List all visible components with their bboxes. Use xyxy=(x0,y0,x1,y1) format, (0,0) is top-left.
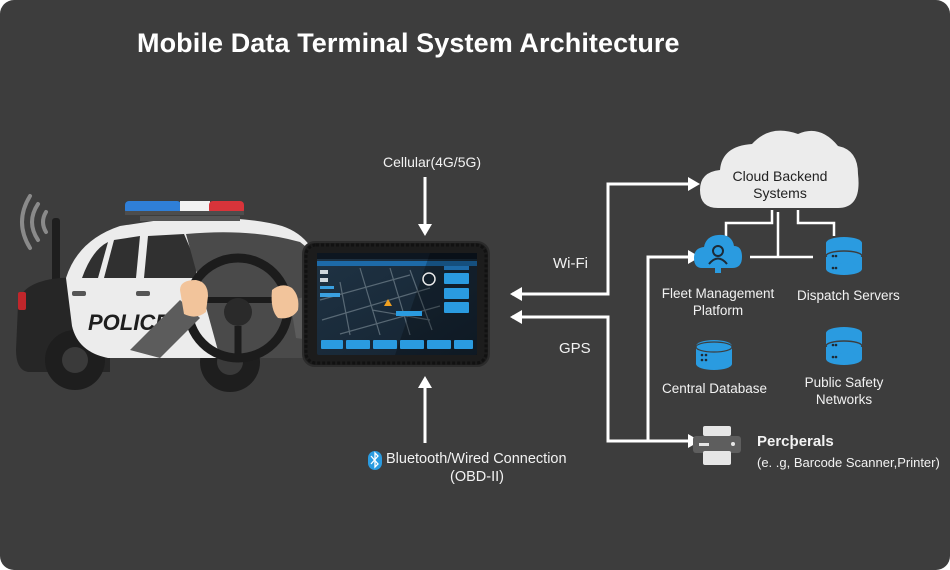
side-button-3[interactable] xyxy=(444,302,469,313)
fleet-branch-line xyxy=(646,255,688,441)
wifi-label: Wi-Fi xyxy=(553,255,588,272)
right-hand xyxy=(271,285,299,319)
printer-icon xyxy=(693,426,741,465)
cloud-label-line1: Cloud Backend xyxy=(732,168,828,184)
dispatch-servers-label: Dispatch Servers xyxy=(797,288,900,303)
public-safety-line2: Networks xyxy=(815,392,873,407)
public-safety-networks-icon xyxy=(825,327,863,365)
connection-arrows xyxy=(421,177,688,443)
wifi-arrow xyxy=(512,182,688,296)
obd-label: (OBD-II) xyxy=(450,469,504,485)
public-safety-line1: Public Safety xyxy=(804,375,884,390)
front-window xyxy=(144,234,196,278)
compass-icon xyxy=(422,272,436,286)
map-streets xyxy=(319,267,441,336)
siren-lightbar xyxy=(125,201,244,221)
fleet-management-icon xyxy=(694,234,742,273)
cloud-connectors xyxy=(724,210,836,259)
side-button-2[interactable] xyxy=(444,288,469,299)
left-hand xyxy=(180,280,208,317)
cloud-backend-icon xyxy=(700,130,859,208)
tablet-bottom-toolbar xyxy=(321,340,473,349)
fleet-label-line1: Fleet Management xyxy=(661,286,775,301)
fleet-label-line2: Platform xyxy=(692,303,744,318)
diagram-title: Mobile Data Terminal System Architecture xyxy=(137,28,680,58)
toolbar-button-2[interactable] xyxy=(346,340,370,349)
dispatch-servers-icon xyxy=(825,237,863,275)
bluetooth-label: Bluetooth/Wired Connection xyxy=(386,451,567,467)
toolbar-button-4[interactable] xyxy=(400,340,424,349)
cloud-label: Cloud Backend Systems xyxy=(720,168,840,202)
side-button-1[interactable] xyxy=(444,273,469,284)
central-database-icon xyxy=(695,340,733,370)
cellular-label: Cellular(4G/5G) xyxy=(383,154,482,170)
cloud-label-line2: Systems xyxy=(753,185,807,201)
tail-light xyxy=(18,292,26,310)
toolbar-button-3[interactable] xyxy=(373,340,397,349)
bluetooth-icon xyxy=(368,451,382,470)
toolbar-button-5[interactable] xyxy=(427,340,451,349)
gps-label: GPS xyxy=(559,340,591,357)
side-header xyxy=(444,266,469,270)
peripherals-title: Percþerals xyxy=(757,433,834,450)
gps-arrow xyxy=(512,315,688,443)
radio-signal-icon xyxy=(20,194,48,250)
public-safety-label: Public Safety Networks xyxy=(790,374,898,408)
peripherals-subtitle: (e. .g, Barcode Scanner,Printer) xyxy=(757,455,940,470)
police-car-illustration: POLICE xyxy=(16,194,310,392)
rear-window xyxy=(104,236,140,278)
central-database-label: Central Database xyxy=(662,381,768,396)
left-arm xyxy=(130,300,200,358)
fleet-management-label: Fleet Management Platform xyxy=(650,285,786,319)
mdt-tablet xyxy=(302,241,490,367)
toolbar-button-1[interactable] xyxy=(321,340,343,349)
toolbar-button-6[interactable] xyxy=(454,340,473,349)
warning-marker-icon xyxy=(384,299,392,306)
